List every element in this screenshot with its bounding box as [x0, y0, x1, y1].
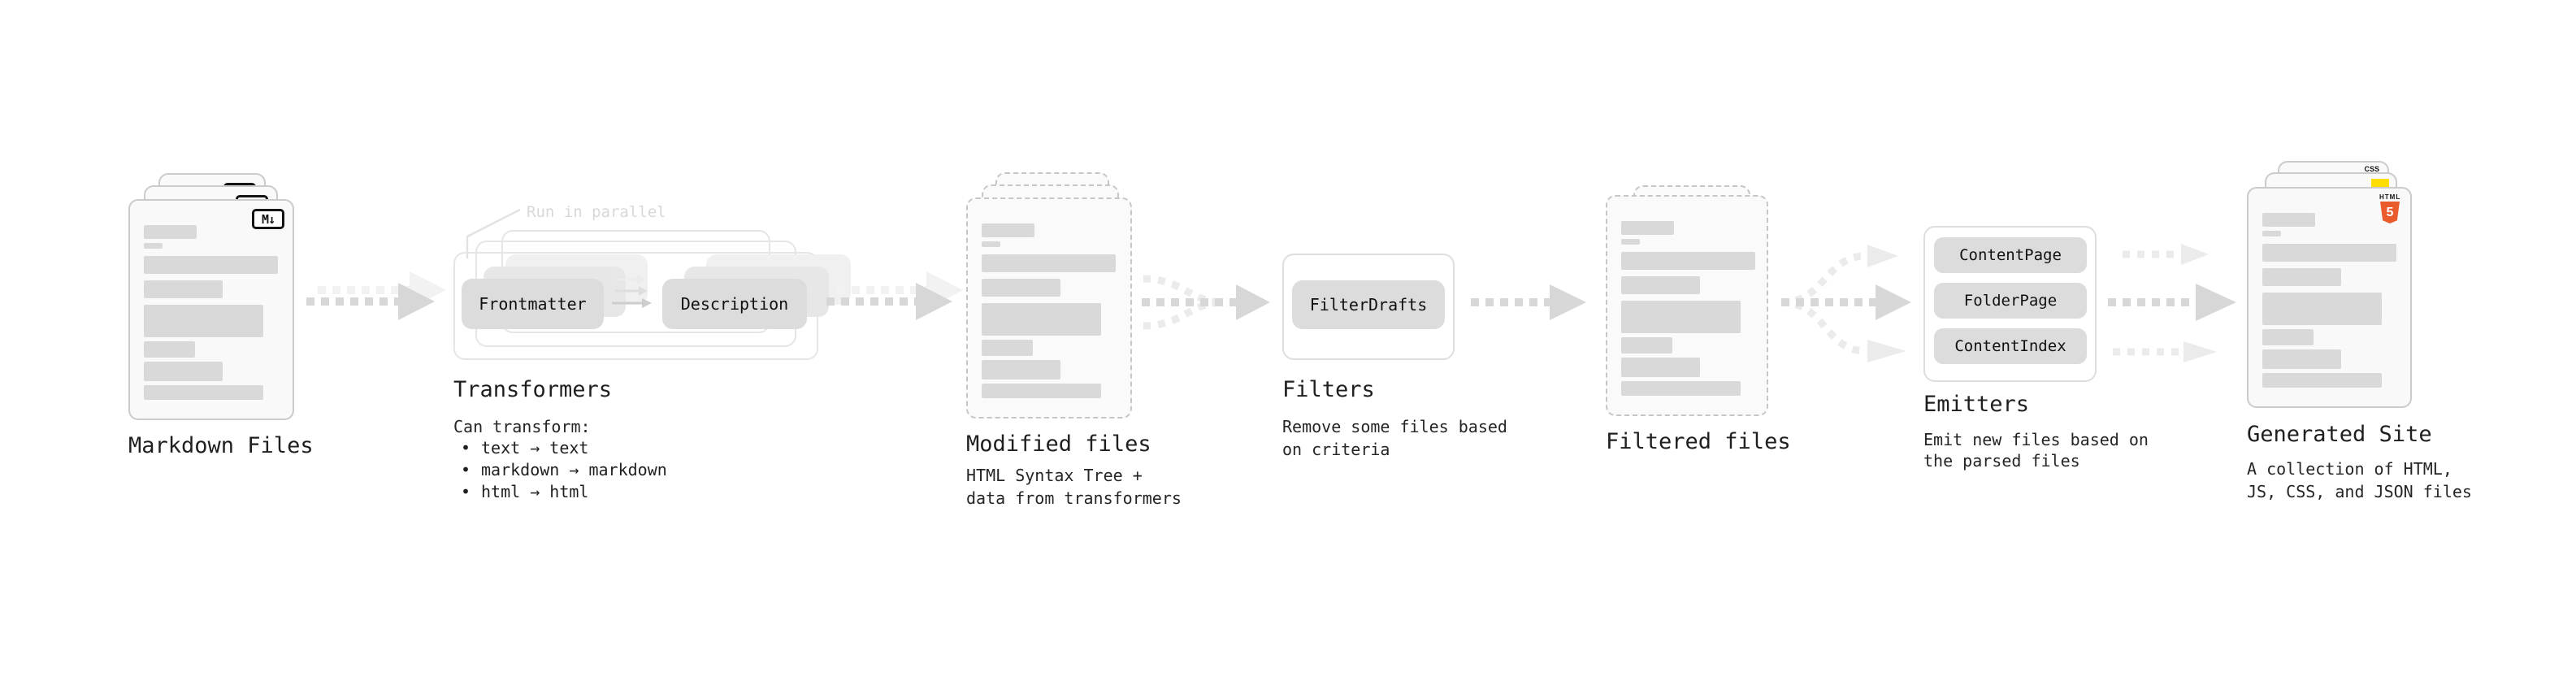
generated-site-label: Generated Site — [2247, 422, 2432, 447]
html5-icon-word: HTML — [2379, 193, 2401, 201]
run-in-parallel-annotation: Run in parallel — [527, 203, 666, 221]
stage-filtered-files: Filtered files — [1606, 185, 1791, 462]
filtered-file-card-front — [1606, 195, 1768, 416]
text-line-bar — [144, 362, 223, 381]
bullet-marker: • — [460, 482, 471, 501]
text-line-bar — [2262, 293, 2382, 325]
text-line-bar — [982, 384, 1101, 398]
modified-file-card-front — [966, 197, 1132, 419]
bullet-marker: • — [460, 460, 471, 479]
text-line-bar — [982, 279, 1060, 297]
text-line-bar — [982, 254, 1116, 272]
modified-files-label: Modified files — [966, 432, 1151, 457]
text-line-bar — [1621, 221, 1674, 235]
generated-site-note: A collection of HTML, JS, CSS, and JSON … — [2247, 459, 2472, 501]
bullet-text: markdown → markdown — [481, 460, 667, 479]
contentpage-button: ContentPage — [1934, 237, 2087, 273]
transformers-label: Transformers — [453, 377, 613, 402]
frontmatter-button: Frontmatter — [462, 279, 604, 329]
transformers-bullet-list: • text → text • markdown → markdown • ht… — [460, 437, 667, 503]
text-line-bar — [144, 385, 263, 400]
text-line-bar — [1621, 301, 1741, 333]
stage-emitters: ContentPage FolderPage ContentIndex Emit… — [1923, 226, 2151, 486]
text-line-bar — [1621, 252, 1755, 270]
bullet-item: • text → text — [460, 437, 667, 459]
generated-file-card-html: HTML 5 — [2247, 187, 2412, 408]
modified-files-note: HTML Syntax Tree + data from transformer… — [966, 466, 1182, 508]
text-line-bar — [982, 340, 1033, 356]
bullet-item: • markdown → markdown — [460, 459, 667, 481]
stage-transformers: Run in parallel Frontmatter Description … — [453, 203, 851, 512]
folderpage-button: FolderPage — [1934, 283, 2087, 319]
text-line-bar — [144, 341, 195, 358]
text-line-bar — [1621, 239, 1640, 245]
text-line-bar — [1621, 337, 1672, 354]
text-line-bar — [144, 225, 197, 239]
text-line-bar — [2262, 244, 2396, 262]
html5-icon: HTML 5 — [2379, 193, 2400, 223]
emitters-label: Emitters — [1923, 392, 2030, 417]
text-line-bar — [2262, 268, 2341, 286]
annotation-callout-line — [466, 208, 521, 258]
arrow-filtered-to-emitters-fanout — [1780, 245, 1911, 362]
bullet-marker: • — [460, 438, 471, 458]
text-line-bar — [982, 360, 1060, 380]
text-line-bar — [2262, 373, 2382, 388]
text-line-bar — [1621, 358, 1700, 377]
filtered-files-label: Filtered files — [1606, 429, 1791, 454]
emitters-note: Emit new files based on the parsed files — [1923, 430, 2149, 471]
text-line-bar — [2262, 329, 2314, 345]
bullet-text: html → html — [481, 482, 589, 501]
text-line-bar — [144, 243, 163, 249]
filters-note: Remove some files based on criteria — [1282, 417, 1507, 459]
text-line-bar — [2262, 349, 2341, 369]
description-button: Description — [662, 279, 807, 329]
text-line-bar — [144, 305, 263, 337]
arrow-transformers-to-modified — [826, 271, 963, 320]
bullet-text: text → text — [481, 438, 589, 458]
arrow-filters-to-filtered — [1471, 284, 1586, 320]
stage-filters: FilterDrafts Filters Remove some files b… — [1282, 254, 1510, 481]
transformers-note-title: Can transform: — [453, 417, 591, 436]
text-line-bar — [2262, 231, 2281, 236]
filters-label: Filters — [1282, 377, 1375, 402]
markdown-files-label: Markdown Files — [128, 433, 314, 458]
filterdrafts-button: FilterDrafts — [1292, 280, 1445, 329]
arrow-modified-to-filters-merge — [1142, 275, 1270, 330]
markdown-icon: M↓ — [252, 209, 284, 229]
stage-markdown-files: M↓ M↓ M↓ Markdown Files — [128, 173, 314, 482]
stage-modified-files: Modified files HTML Syntax Tree + data f… — [966, 172, 1182, 514]
stage-generated-site: CSS HTML 5 Generated Site A collection o… — [2247, 161, 2472, 502]
text-line-bar — [144, 280, 223, 298]
text-line-bar — [982, 303, 1101, 336]
html5-icon-shield: 5 — [2380, 202, 2400, 223]
markdown-file-card-front: M↓ — [128, 199, 294, 420]
arrow-markdown-to-transformers — [306, 271, 446, 320]
contentindex-button: ContentIndex — [1934, 328, 2087, 364]
text-line-bar — [982, 241, 1000, 247]
text-line-bar — [144, 256, 278, 274]
arrow-emitters-to-generated — [2108, 244, 2236, 362]
parallel-mini-arrows — [612, 275, 652, 308]
text-line-bar — [1621, 276, 1700, 294]
text-line-bar — [982, 223, 1034, 237]
text-line-bar — [1621, 381, 1741, 396]
bullet-item: • html → html — [460, 481, 667, 503]
text-line-bar — [2262, 213, 2315, 227]
js-badge — [2371, 179, 2389, 188]
